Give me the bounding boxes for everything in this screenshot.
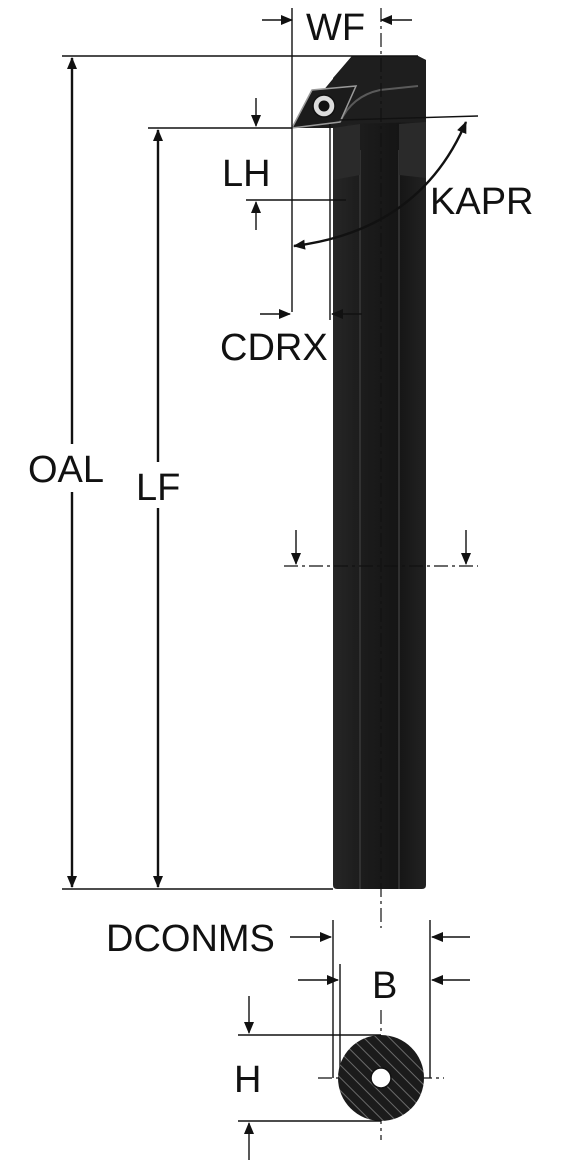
- h-dimension: H: [234, 996, 381, 1160]
- lf-dimension: LF: [136, 127, 292, 888]
- coolant-hole: [370, 1067, 392, 1089]
- oal-dimension: OAL: [28, 55, 418, 890]
- wf-dimension: WF: [262, 7, 412, 128]
- label-lf: LF: [136, 467, 180, 509]
- label-cdrx: CDRX: [220, 327, 328, 369]
- lh-dimension: LH: [222, 98, 346, 312]
- label-lh: LH: [222, 153, 271, 195]
- kapr-dimension: KAPR: [293, 115, 533, 320]
- insert-screw-icon: [312, 94, 336, 118]
- b-dimension: B: [298, 964, 470, 1078]
- cdrx-dimension: CDRX: [220, 309, 362, 369]
- label-b: B: [372, 965, 397, 1007]
- label-h: H: [234, 1059, 261, 1101]
- tool-head-shoulder-right: [399, 122, 426, 178]
- label-oal: OAL: [28, 449, 104, 491]
- section-cut-marker: [284, 530, 478, 567]
- cross-section: [318, 1010, 444, 1140]
- label-wf: WF: [306, 7, 365, 49]
- tool-head-shoulder: [333, 124, 360, 180]
- label-kapr: KAPR: [430, 181, 533, 223]
- label-dconms: DCONMS: [106, 918, 275, 960]
- dconms-dimension: DCONMS: [106, 918, 470, 1078]
- tool-shank: [333, 56, 426, 889]
- tool-body: [290, 56, 426, 889]
